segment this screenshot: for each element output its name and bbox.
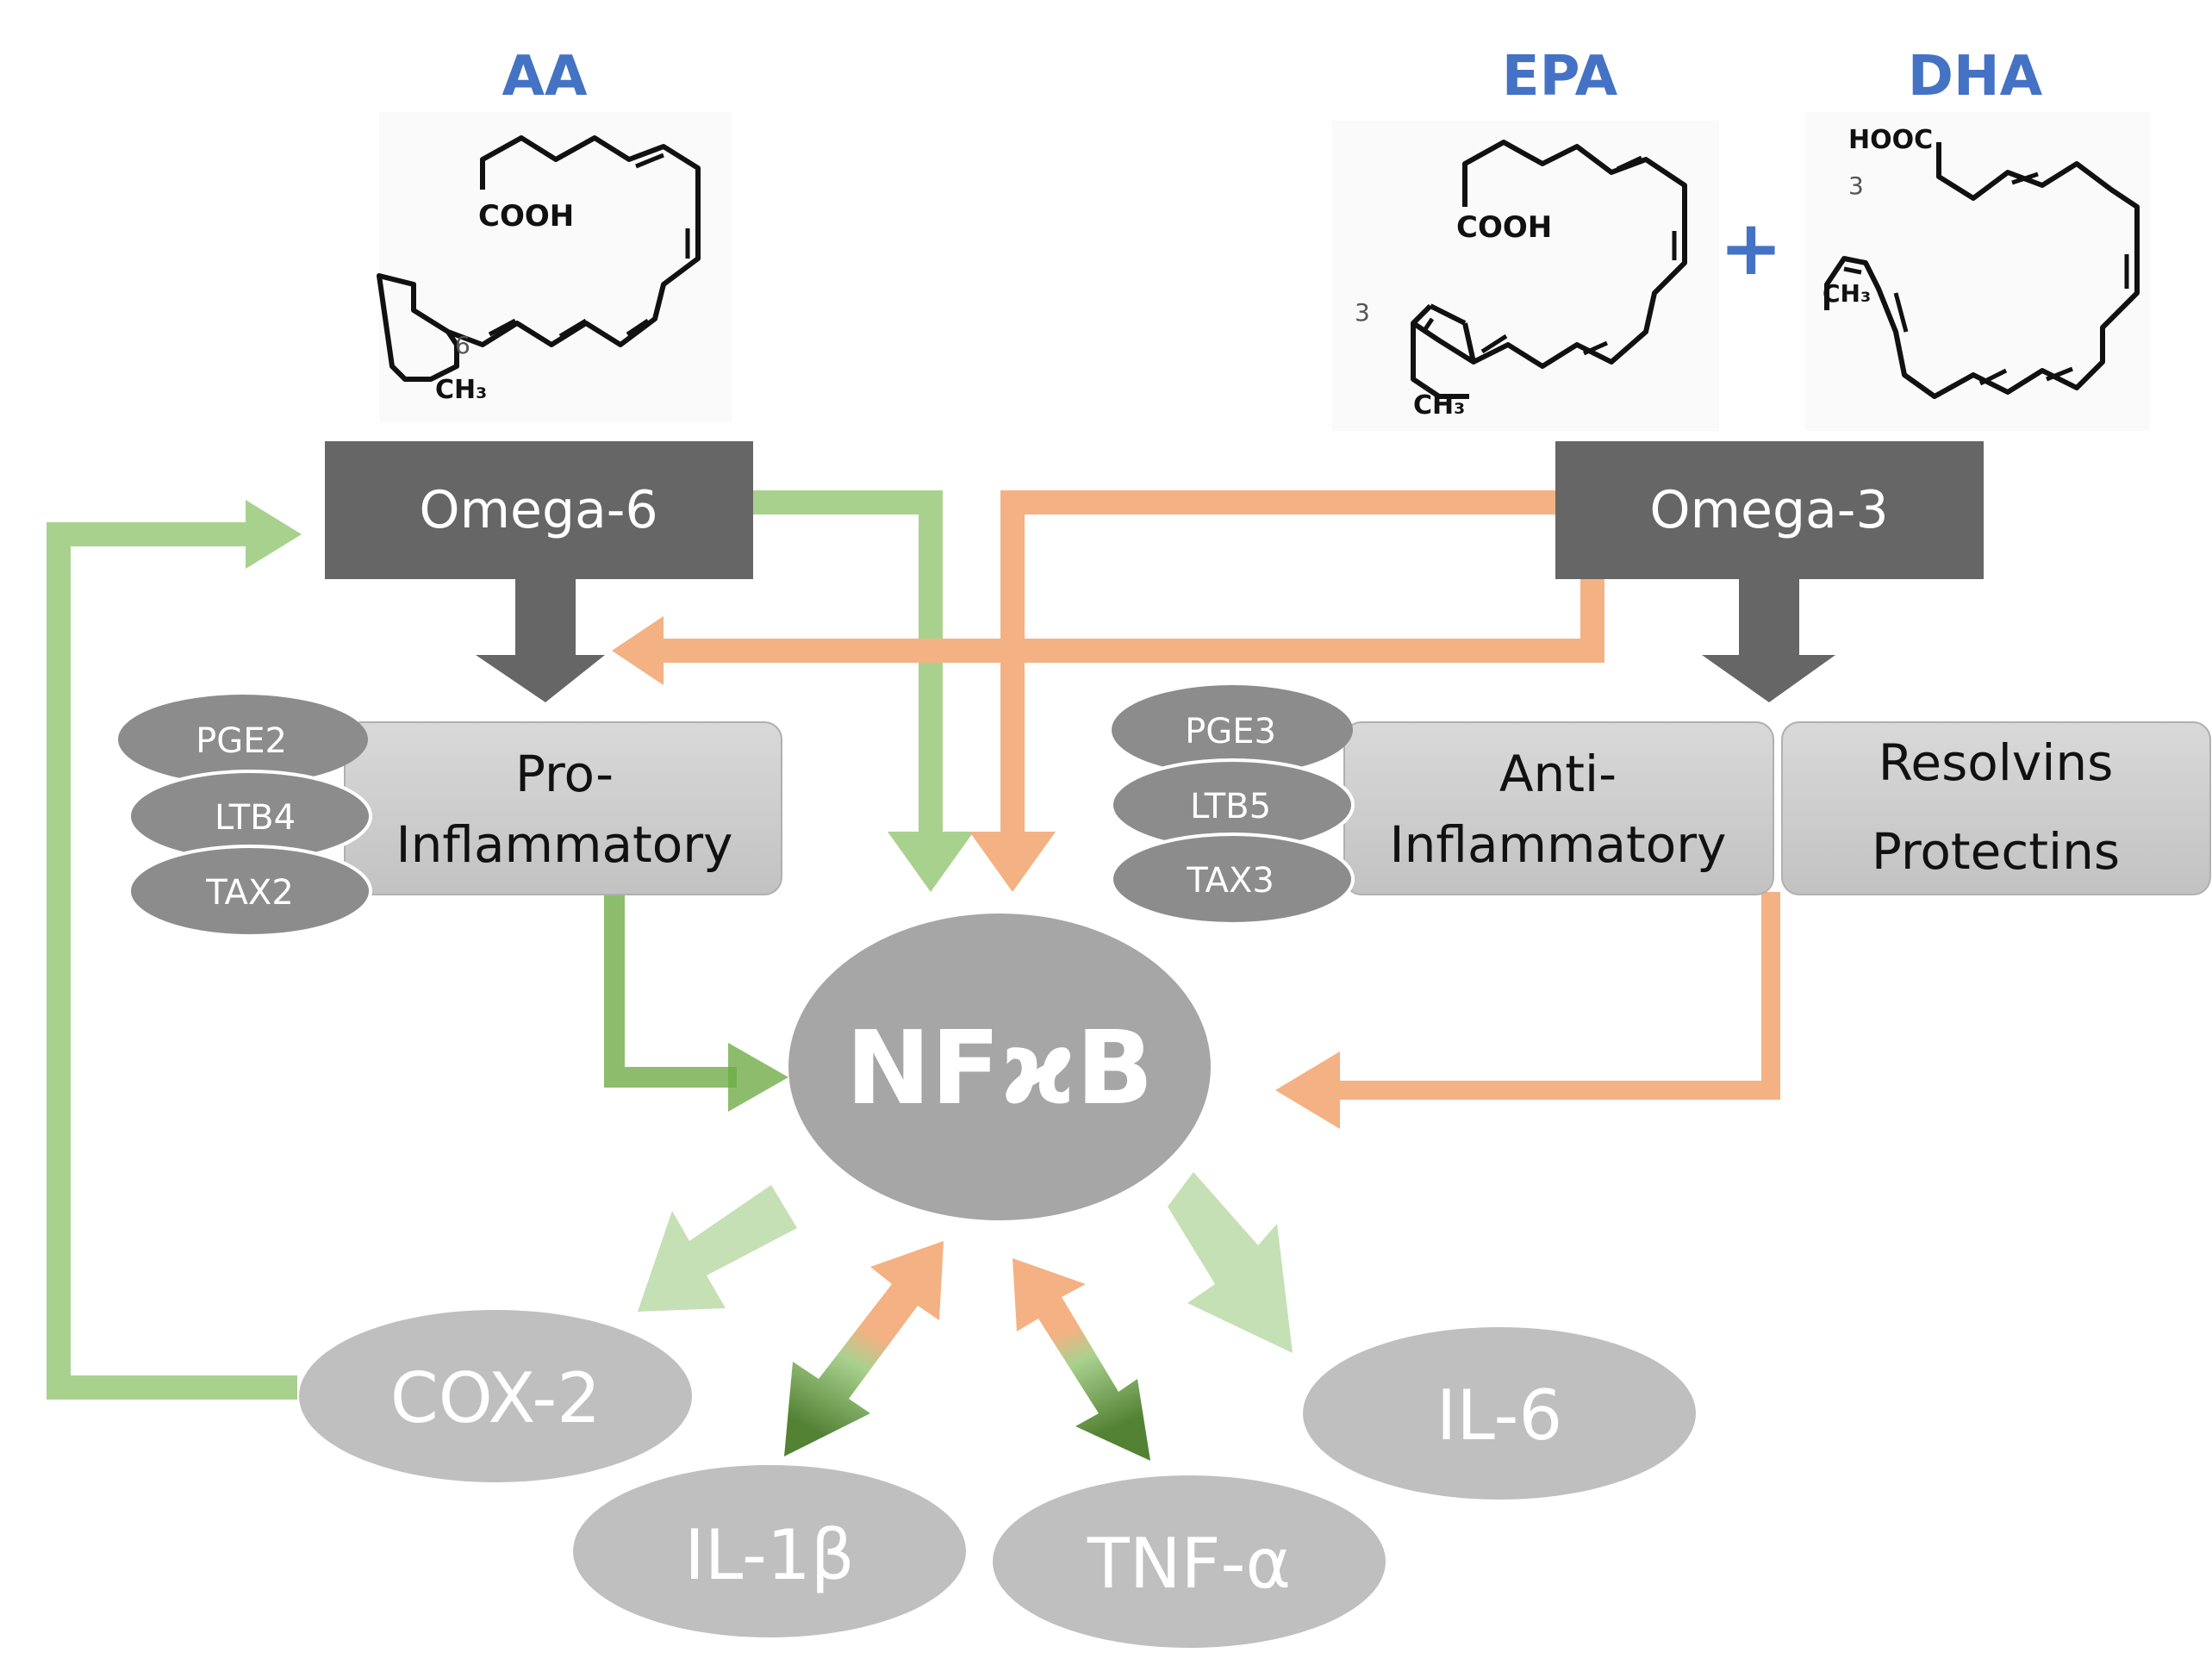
aa-structure: COOH 6 CH₃	[377, 112, 732, 422]
omega3-to-proinflammatory-arrow	[655, 577, 1604, 663]
il6-label: IL-6	[1436, 1375, 1563, 1456]
aa-position-label: 6	[455, 331, 470, 359]
mediator-tax3	[1110, 832, 1355, 926]
omega3-box	[1555, 441, 1984, 579]
nfkb-to-il6-arrow	[1168, 1172, 1293, 1353]
dha-position-label: 3	[1848, 171, 1864, 200]
proinflammatory-to-nfkb-arrowhead	[728, 1043, 788, 1112]
antiinflammatory-label-line2: Inflammatory	[1390, 815, 1727, 874]
omega6-to-nfkb-arrow	[750, 490, 943, 840]
nfkb-to-cox2-arrow	[638, 1185, 797, 1312]
pro-mediators: PGE2 LTB4 TAX2	[118, 695, 372, 938]
nfkb-tnfa-double-arrow	[1013, 1258, 1150, 1461]
anti-mediators: PGE3 LTB5 TAX3	[1110, 685, 1355, 926]
dha-title: DHA	[1908, 45, 2043, 109]
aa-acid-label: COOH	[478, 199, 574, 234]
omega6-to-nfkb-arrowhead	[888, 832, 974, 892]
epa-methyl-label: CH₃	[1413, 390, 1465, 421]
dha-methyl-label: CH₃	[1823, 279, 1871, 308]
il1b-label: IL-1β	[684, 1515, 855, 1595]
mediator-pge2	[118, 695, 368, 784]
mediator-pge3-label: PGE3	[1185, 712, 1276, 751]
resolvins-label: Resolvins	[1879, 733, 2114, 792]
protectins-label: Protectins	[1872, 822, 2120, 881]
dha-acid-label: HOOC	[1848, 125, 1933, 155]
tnfa-node	[993, 1475, 1386, 1648]
omega6-down-arrow	[476, 579, 605, 702]
cox2-to-omega6-arrowhead	[246, 500, 302, 569]
omega6-label: Omega-6	[419, 480, 657, 540]
epa-structure: COOH 3 CH₃	[1331, 121, 1719, 431]
antiinflammatory-to-nfkb-arrowhead	[1275, 1051, 1340, 1129]
mediator-pge2-label: PGE2	[196, 721, 287, 761]
nfkb-label: NFϰB	[845, 1008, 1153, 1127]
dha-structure: HOOC 3 CH₃	[1805, 112, 2150, 431]
mediator-pge3	[1112, 685, 1353, 775]
antiinflammatory-label-line1: Anti-	[1499, 745, 1617, 803]
aa-title: AA	[502, 45, 588, 109]
epa-acid-label: COOH	[1456, 210, 1552, 245]
omega3-to-proinflammatory-arrowhead	[612, 616, 664, 685]
plus-icon: +	[1719, 203, 1783, 292]
mediator-ltb5-label: LTB5	[1190, 787, 1271, 826]
omega3-down-arrow	[1702, 579, 1835, 702]
omega3-to-nfkb-arrowhead	[969, 832, 1056, 892]
mediator-tax2-label: TAX2	[205, 873, 294, 913]
proinflammatory-label-line1: Pro-	[515, 745, 614, 803]
proinflammatory-to-nfkb-arrow	[604, 892, 737, 1088]
il6-node	[1303, 1327, 1696, 1500]
tnfa-label: TNF-α	[1087, 1524, 1291, 1604]
mediator-tax2	[128, 845, 372, 938]
epa-title: EPA	[1502, 45, 1618, 109]
omega6-box	[325, 441, 753, 579]
omega3-label: Omega-3	[1649, 480, 1888, 540]
mediator-ltb4-label: LTB4	[215, 798, 296, 838]
antiinflammatory-to-nfkb-arrow	[1331, 892, 1780, 1100]
resolvins-protectins-box	[1781, 721, 2211, 895]
nfkb-il1b-double-arrow	[784, 1241, 944, 1456]
cox2-label: COX-2	[390, 1358, 601, 1438]
mediator-tax3-label: TAX3	[1186, 861, 1274, 901]
nfkb-hub	[788, 914, 1211, 1220]
cox2-node	[299, 1310, 692, 1482]
il1b-node	[573, 1465, 966, 1637]
aa-methyl-label: CH₃	[435, 375, 487, 405]
omega3-to-nfkb-arrow	[1000, 490, 1560, 840]
cox2-to-omega6-arrow	[47, 522, 297, 1400]
epa-position-label: 3	[1355, 298, 1370, 327]
proinflammatory-label-line2: Inflammatory	[396, 815, 733, 874]
